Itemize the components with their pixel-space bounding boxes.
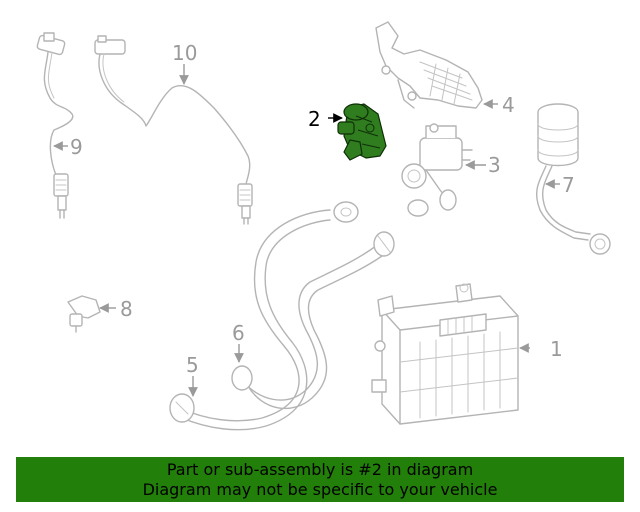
callout-8: 8 [120,297,133,321]
callout-labels: 1 2 3 4 5 6 7 8 9 10 [70,41,575,377]
banner-line-1: Part or sub-assembly is #2 in diagram [166,459,474,479]
callout-3: 3 [488,153,501,177]
part-8-sensor[interactable] [67,295,101,333]
part-4-bracket[interactable] [375,21,483,109]
callout-4: 4 [502,93,515,117]
part-7-filter[interactable] [536,103,611,255]
part-1-canister[interactable] [371,283,519,425]
callout-6: 6 [232,321,245,345]
callout-5: 5 [186,353,199,377]
callout-10: 10 [172,41,197,65]
hose-assembly[interactable] [169,201,395,431]
part-3-purge-valve[interactable] [401,123,473,217]
callout-1: 1 [550,337,563,361]
callout-2: 2 [308,107,321,131]
banner-line-2: Diagram may not be specific to your vehi… [142,479,498,499]
parts-diagram: 1 2 3 4 5 6 7 8 9 10 [36,21,611,431]
part-9-oxygen-sensor[interactable] [36,32,74,219]
part-10-oxygen-sensor[interactable] [94,35,253,225]
callout-7: 7 [562,173,575,197]
callout-9: 9 [70,135,83,159]
part-info-banner: Part or sub-assembly is #2 in diagram Di… [16,457,624,502]
callout-leaders [53,64,560,397]
part-2-highlighted-valve[interactable] [337,103,387,161]
